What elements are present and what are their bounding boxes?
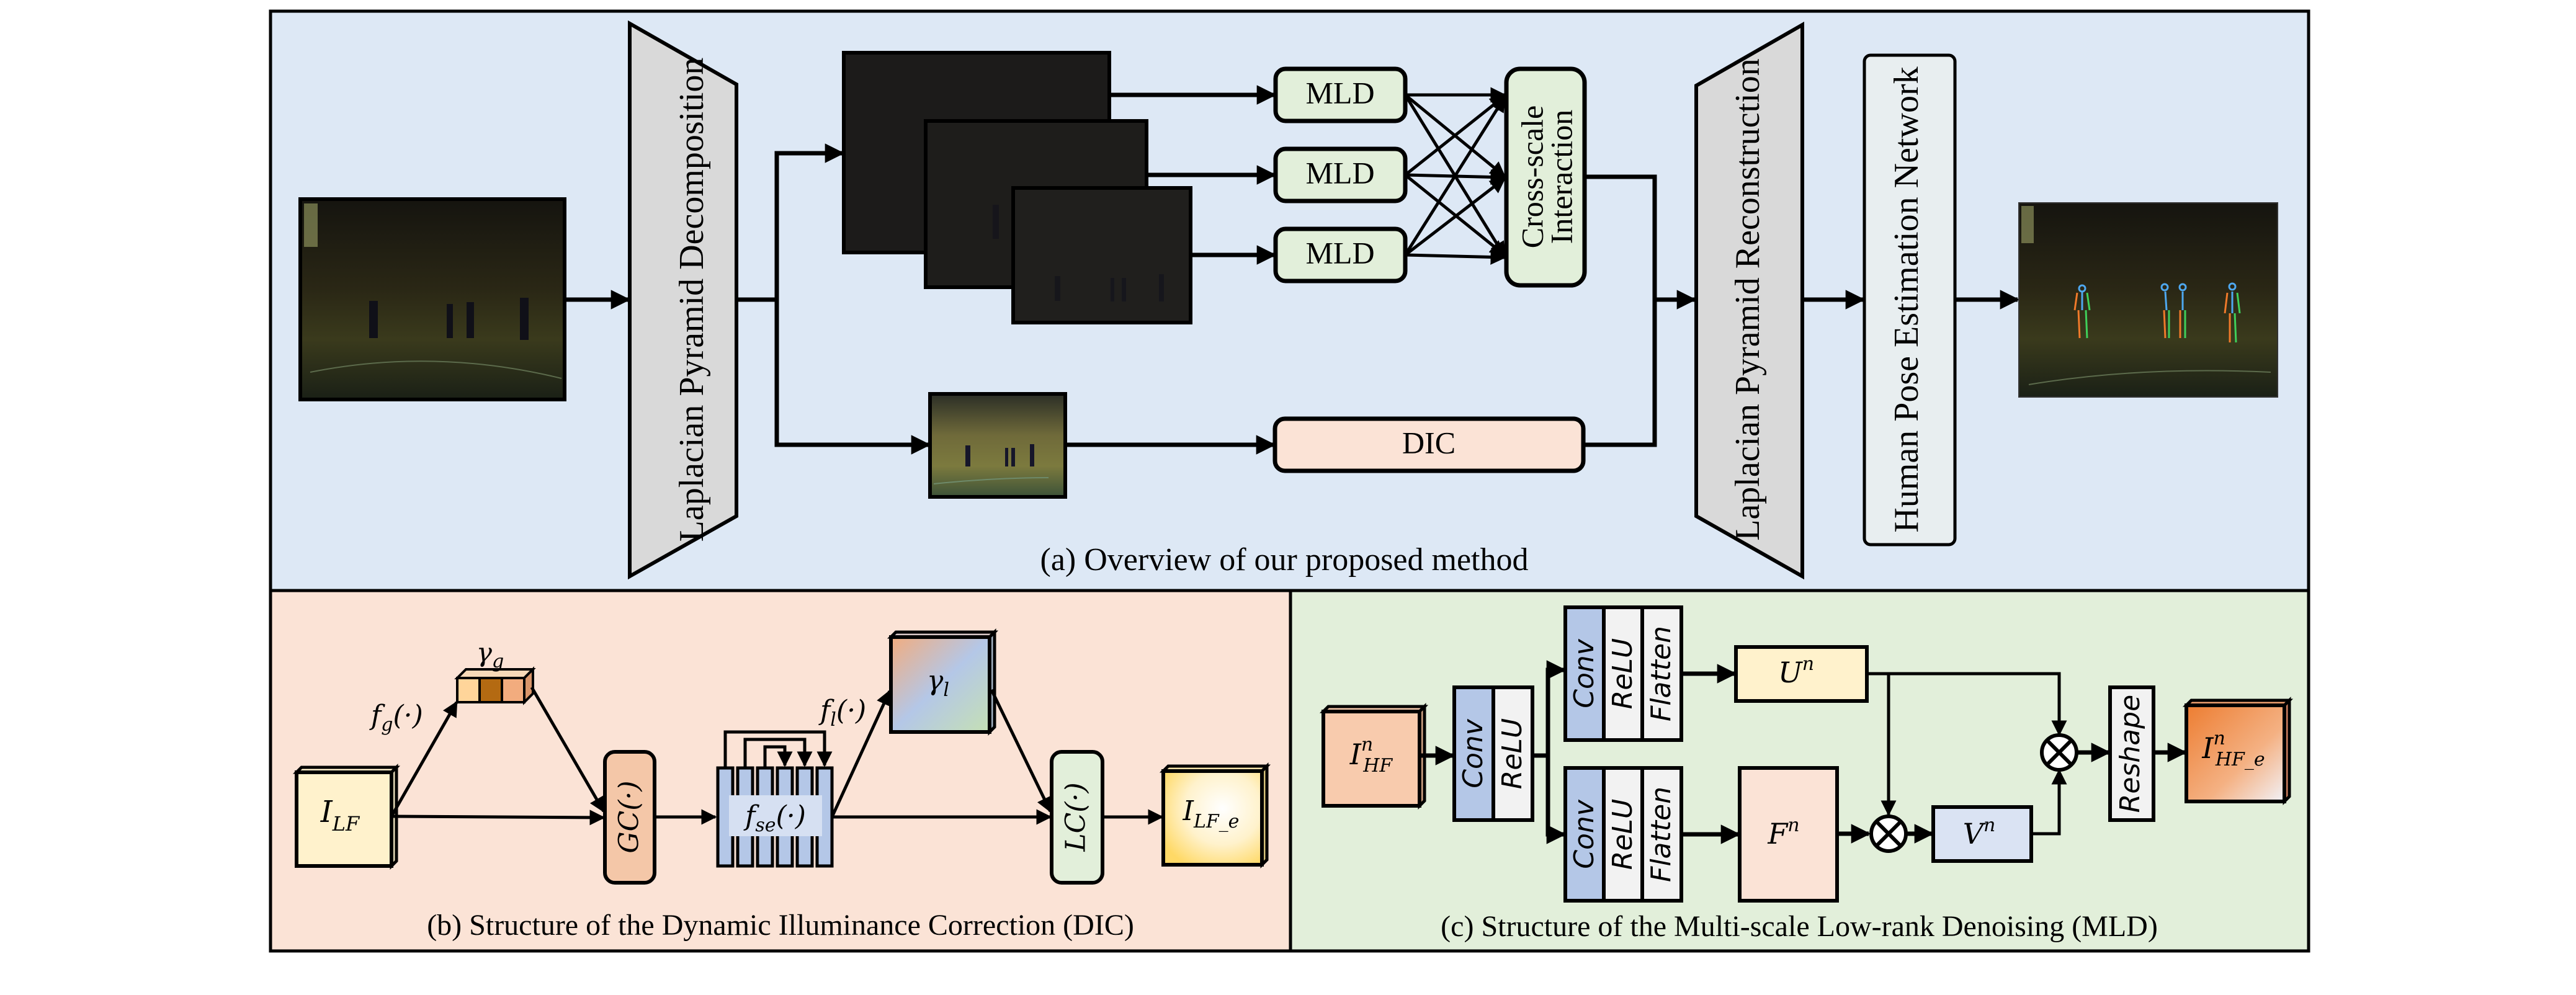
mld-box-3: MLD [1273,226,1408,283]
relu-label: ReLU [1607,638,1639,709]
fse-label: fse(·) [743,800,806,836]
output-image [2018,202,2278,398]
ilf-label: ILF [320,795,360,836]
arrow-gamma-l-to-lc [990,689,1052,813]
gamma-l-label: γl [927,665,949,701]
panel-a: Laplacian Pyramid Decomposition MLD MLD [298,20,2278,580]
arrow-gamma-g-to-gc [530,686,606,813]
panel-b: ILF fg(·) γg GC(·) [292,628,1271,942]
un-block: Un [1734,645,1869,703]
cross-scale-interaction-box: Cross-scale Interaction [1504,66,1587,288]
lc-label: LC(·) [1060,782,1092,852]
merge-lines [1583,174,1657,447]
fn-block: Fn [1738,766,1839,903]
panel-c-caption: (c) Structure of the Multi-scale Low-ran… [1441,910,2158,943]
vn-block: Vn [1931,805,2033,863]
mld-box-2: MLD [1273,146,1408,203]
relu-label: ReLU [1607,799,1639,870]
mld-box-1: MLD [1273,66,1408,123]
decomposition-trapezoid [628,20,738,580]
gc-label: GC(·) [614,780,645,853]
dic-box: DIC [1272,416,1586,473]
reshape-label: Reshape [2114,695,2146,813]
un-label: Un [1778,653,1814,689]
panel-a-caption: (a) Overview of our proposed method [1040,542,1529,578]
fg-label: fg(·) [369,700,423,736]
conv-label: Conv [1568,638,1600,708]
arrow-vn-to-mult-2 [2031,769,2067,836]
mld-label: MLD [1305,75,1374,110]
gamma-g-block: γg [454,637,536,705]
bottom-conv-relu-flatten: Conv ReLU Flatten [1563,766,1683,903]
arrow-ilf-to-gamma-g [390,700,458,818]
conv-label: Conv [1457,718,1489,788]
fn-label: Fn [1767,814,1799,850]
pose-network-label: Human Pose Estimation Network [1887,66,1926,532]
reconstruction-trapezoid [1694,21,1804,580]
dic-label: DIC [1402,425,1456,460]
gc-block: GC(·) [603,750,656,885]
arrow-to-bottom-branch [1545,756,1567,844]
panel-b-caption: (b) Structure of the Dynamic Illuminance… [427,909,1134,942]
cross-scale-label-line2: Interaction [1544,110,1578,244]
arrow-ilf-to-gc [391,810,606,826]
pose-skeletons [2073,282,2241,343]
flatten-label: Flatten [1645,787,1677,882]
flatten-label: Flatten [1645,626,1677,721]
high-freq-level-3 [1011,186,1192,324]
arrow-un-to-mult-2 [1867,672,2067,736]
arrow-fse-to-gamma-l [830,689,892,818]
conv-relu-block: Conv ReLU [1452,685,1534,822]
mld-label: MLD [1305,235,1374,270]
arrow-to-high-freq [736,143,845,302]
mld-label: MLD [1305,155,1374,190]
multiply-2-icon [2040,733,2078,772]
top-conv-relu-flatten: Conv ReLU Flatten [1563,605,1683,742]
ilf-e-block: ILF_e [1159,762,1271,869]
cross-scale-connections [1403,87,1506,265]
gamma-l-block: γl [887,628,999,736]
high-freq-images [842,51,1192,324]
reshape-block: Reshape [2108,685,2155,822]
decomposition-label: Laplacian Pyramid Decomposition [673,58,711,542]
input-image [298,197,566,401]
ilf-e-label: ILF_e [1183,795,1240,832]
reconstruction-label: Laplacian Pyramid Reconstruction [1729,58,1767,541]
multiply-1-icon [1869,814,1908,853]
fse-block: fse(·) [716,730,834,868]
relu-label: ReLU [1496,718,1528,789]
ilf-block: ILF [292,763,401,870]
arrow-to-top-branch [1532,660,1567,758]
arrow-to-low-freq [774,300,931,455]
low-freq-image [928,392,1067,499]
lc-block: LC(·) [1050,750,1104,885]
conv-label: Conv [1568,799,1600,869]
cross-scale-label-line1: Cross-scale [1514,105,1549,249]
gamma-g-label: γg [476,637,504,672]
vn-label: Vn [1963,814,1996,850]
pose-network-box: Human Pose Estimation Network [1863,53,1957,547]
fl-label: fl(·) [818,695,866,731]
